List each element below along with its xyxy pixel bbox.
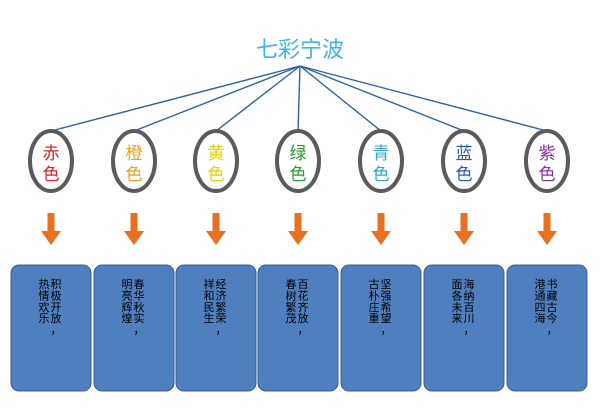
description-text: 祥和民生 [204,277,215,325]
color-name-char: 色 [290,165,307,185]
color-name-char: 色 [456,165,473,185]
color-name-char: 赤 [43,144,60,164]
color-name-char: 色 [373,165,390,185]
description-text: 经济繁荣， [216,278,227,337]
description-text: 积极开放， [51,278,62,337]
connector-line [215,65,301,132]
color-ellipse [28,129,74,193]
arrow-shaft [377,213,385,232]
color-name-char: 色 [208,165,225,185]
diagram-title: 七彩宁波 [256,38,344,63]
arrow-shaft [294,213,302,232]
connector-line [299,65,548,132]
description-text: 百花齐放， [298,278,309,337]
description-text: 坚强希望， [381,278,392,337]
connector-line [299,65,382,132]
color-name-char: 色 [126,165,143,185]
color-name-char: 绿 [290,144,307,164]
connector-line [299,65,465,132]
arrow-down-icon [537,231,557,245]
arrow-down-icon [41,231,61,245]
arrow-down-icon [454,231,474,245]
color-ellipse [441,129,487,193]
description-text: 春树繁茂 [286,278,297,325]
color-name-char: 青 [373,144,390,164]
description-box [506,264,588,392]
color-name-char: 色 [43,165,60,185]
color-name-char: 橙 [126,144,143,164]
description-text: 春华秋实， [134,278,145,337]
description-box [175,264,257,392]
arrow-shaft [130,213,138,232]
arrow-down-icon [288,231,308,245]
color-name-char: 黄 [208,144,225,164]
arrow-shaft [212,213,220,232]
color-ellipse [193,129,239,193]
description-text: 书藏古今， [547,278,558,337]
description-box [10,264,92,392]
description-text: 明亮辉煌 [122,278,133,325]
color-ellipse [111,129,157,193]
color-name-char: 紫 [539,144,556,164]
description-text: 热情欢乐 [39,278,50,325]
description-text: 海纳百川， [464,277,475,337]
connector-lines [50,65,548,132]
arrow-down-icon [371,231,391,245]
color-name-char: 蓝 [456,144,473,164]
description-box [257,264,339,392]
color-ellipse [358,129,404,193]
description-box [423,264,505,392]
connector-line [297,65,301,132]
color-ellipse [275,129,321,193]
color-ellipse [524,129,570,193]
color-nodes: 赤色积极开放，热情欢乐橙色春华秋实，明亮辉煌黄色经济繁荣，祥和民生绿色百花齐放，… [10,129,588,392]
connector-line [50,65,301,132]
description-box [93,264,175,392]
arrow-down-icon [124,231,144,245]
arrow-shaft [543,213,551,232]
description-text: 港通四海 [535,278,546,325]
color-name-char: 色 [539,165,556,185]
arrow-down-icon [206,231,226,245]
description-text: 古朴庄重 [369,278,380,325]
description-box [340,264,422,392]
description-text: 面各未来 [452,278,463,325]
connector-line [133,65,301,132]
arrow-shaft [460,213,468,232]
arrow-shaft [47,213,55,232]
